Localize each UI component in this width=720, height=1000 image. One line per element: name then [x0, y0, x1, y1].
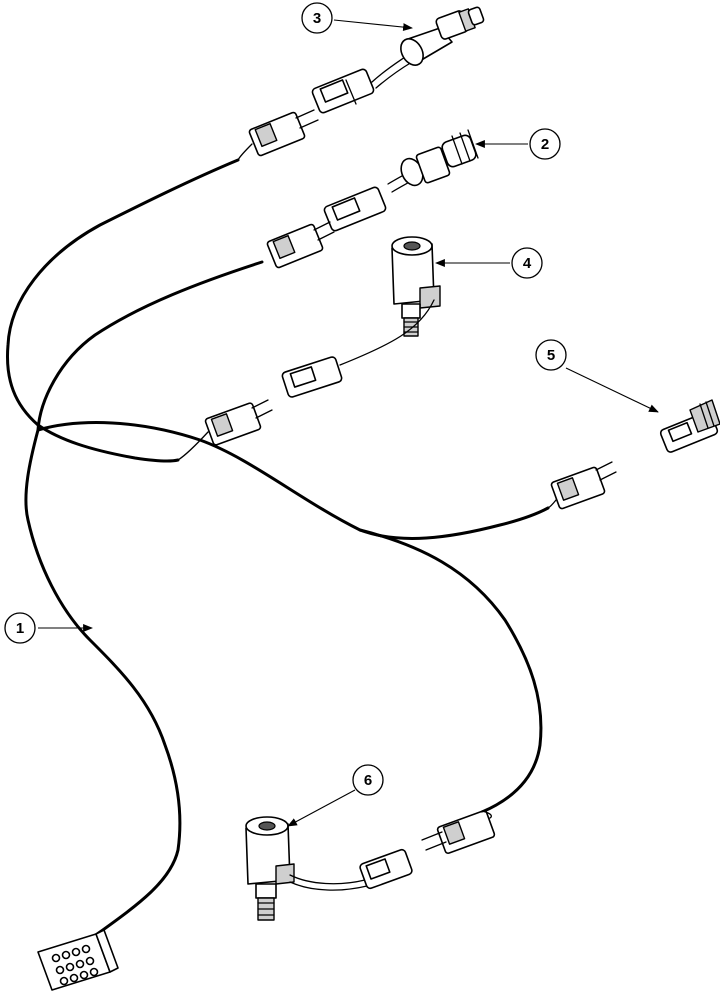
solenoid-item-6: [245, 816, 368, 921]
connector-item-5-male: [547, 461, 617, 510]
callout-2: 2: [475, 128, 561, 160]
connector-item-2-female: [323, 186, 387, 232]
connector-item-4-male: [177, 399, 273, 461]
connector-item-3-female: [311, 68, 375, 114]
sensor-item-5: [659, 399, 720, 453]
callout-6: 6: [287, 764, 384, 827]
callout-4-label: 4: [523, 255, 532, 272]
callout-5-label: 5: [547, 347, 555, 364]
connector-item-4-female: [281, 356, 343, 398]
harness-main-connector: [37, 929, 119, 991]
sensor-item-2: [387, 129, 479, 193]
callout-1-label: 1: [16, 620, 24, 637]
callout-3: 3: [301, 2, 413, 34]
callout-4: 4: [435, 247, 543, 279]
connector-item-6-female: [359, 848, 413, 890]
connector-item-6-male: [421, 809, 496, 855]
sensor-item-3: [371, 6, 485, 89]
callout-5: 5: [535, 339, 659, 413]
callout-6-label: 6: [364, 772, 372, 789]
callout-2-label: 2: [541, 136, 549, 153]
connector-item-2-male: [266, 221, 335, 269]
connector-item-3-male: [237, 109, 319, 161]
main-harness-cable: [5, 158, 550, 947]
solenoid-item-4: [339, 236, 441, 366]
callout-1: 1: [4, 612, 93, 644]
callout-3-label: 3: [313, 10, 321, 27]
